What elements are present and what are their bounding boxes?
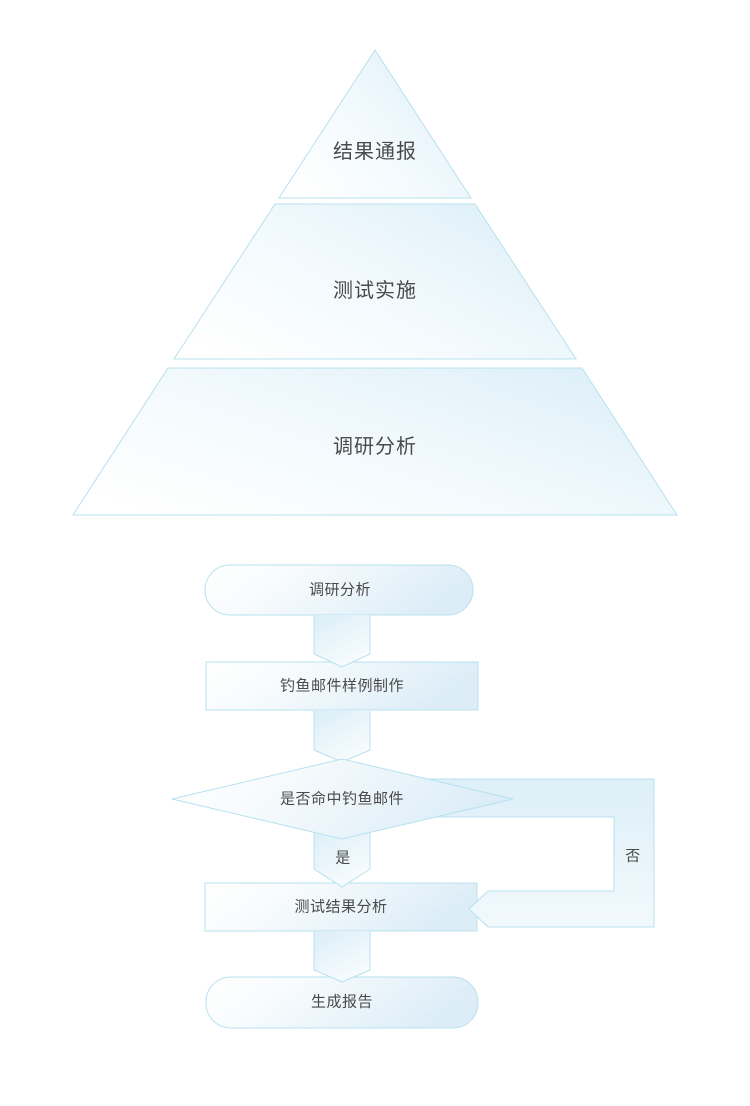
pyramid-label-middle: 测试实施 [333,280,417,302]
pyramid-label-top: 结果通报 [333,141,417,163]
flow-no-loop-connector [420,778,655,928]
flow-arrow-yes-to-analysis [313,826,371,888]
pyramid-layer-bottom [72,367,678,516]
flow-arrow-analysis-to-report [313,931,371,983]
flow-decision-diamond [171,758,514,840]
flow-process-analysis-label: 测试结果分析 [294,898,388,916]
flow-yes-branch-label: 是 [335,849,351,867]
pyramid-layer-middle [173,203,577,360]
pyramid-layer-top [278,49,472,199]
flow-process-sample-label: 钓鱼邮件样例制作 [279,677,405,695]
flow-process-sample [205,661,479,711]
flow-process-analysis [204,882,478,932]
flow-decision-label: 是否命中钓鱼邮件 [279,790,405,808]
flow-arrow-start-to-sample [313,615,371,668]
flow-end-label: 生成报告 [310,993,374,1011]
pyramid-label-bottom: 调研分析 [333,436,417,458]
flow-start-label: 调研分析 [308,581,372,599]
flow-no-branch-label: 否 [625,847,641,865]
flow-arrow-sample-to-decision [313,711,371,763]
